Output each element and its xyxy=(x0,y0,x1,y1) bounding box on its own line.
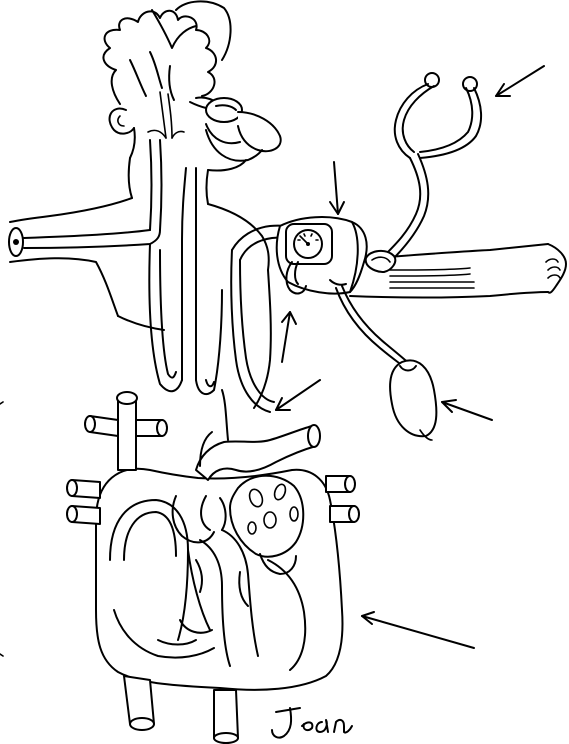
hair xyxy=(103,1,230,104)
carotid-artery xyxy=(148,92,196,380)
inflation-bulb xyxy=(390,360,436,440)
blood-pressure-cuff xyxy=(277,217,414,372)
stethoscope xyxy=(366,73,481,272)
arrow-artery xyxy=(276,380,320,410)
arrow-gauge xyxy=(282,312,296,362)
arrow-cuff xyxy=(330,162,344,214)
heart xyxy=(96,469,342,690)
arrow-bulb xyxy=(442,400,492,420)
arrow-heart xyxy=(362,612,474,648)
signature xyxy=(272,708,352,738)
arrow-stethoscope xyxy=(496,66,544,96)
edge-marks xyxy=(0,402,3,656)
